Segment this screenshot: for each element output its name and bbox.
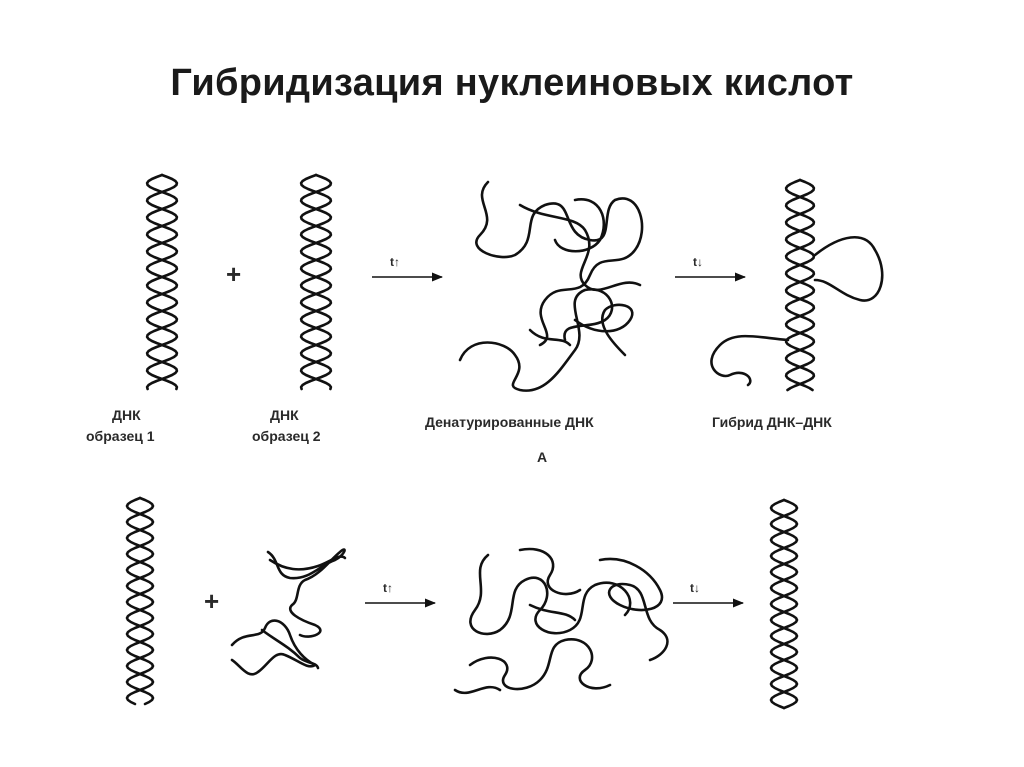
helix-strand-1 [784, 178, 816, 392]
helix-strand-1 [769, 498, 799, 710]
label-dna-sample1-line2: образец 1 [86, 428, 155, 444]
cool-label-a: t↓ [693, 255, 703, 269]
heat-label-a: t↑ [390, 255, 400, 269]
cool-arrow-b: t↓ [673, 581, 745, 608]
helix-dna-sample-2 [299, 173, 333, 391]
helix-strand-2 [769, 498, 799, 710]
label-dna-sample2-line2: образец 2 [252, 428, 321, 444]
cool-arrow-a: t↓ [675, 255, 747, 282]
label-dna-sample1-line1: ДНК [112, 407, 141, 423]
denatured-strands-b [453, 547, 669, 695]
helix-strand-2 [299, 173, 333, 391]
page-title: Гибридизация нуклеиновых кислот [170, 62, 854, 104]
plus-sign-a: + [226, 259, 241, 289]
helix-strand-1 [299, 173, 333, 391]
helix-dna-b-left [125, 496, 155, 706]
label-hybrid-dna-dna: Гибрид ДНК–ДНК [712, 414, 832, 430]
helix-hybrid-dna-dna [784, 178, 816, 392]
helix-strand-2 [145, 173, 179, 391]
heat-label-b: t↑ [383, 581, 393, 595]
helix-strand-2 [125, 496, 155, 706]
denatured-strands-a [458, 180, 644, 392]
plus-sign-b: + [204, 586, 219, 616]
helix-strand-1 [145, 173, 179, 391]
helix-strand-1 [125, 496, 155, 706]
heat-arrow-b: t↑ [365, 581, 437, 608]
heat-arrow-a: t↑ [372, 255, 444, 282]
hybrid-loop-top [813, 235, 884, 302]
label-denatured-dna: Денатурированные ДНК [425, 414, 594, 430]
helix-dna-sample-1 [145, 173, 179, 391]
cool-label-b: t↓ [690, 581, 700, 595]
helix-strand-2 [784, 178, 816, 392]
hybrid-loop-bottom [710, 334, 790, 387]
panel-letter-a: А [537, 449, 547, 465]
label-dna-sample2-line1: ДНК [270, 407, 299, 423]
partial-duplex-strands-b [230, 548, 347, 676]
helix-dna-b-right [769, 498, 799, 710]
